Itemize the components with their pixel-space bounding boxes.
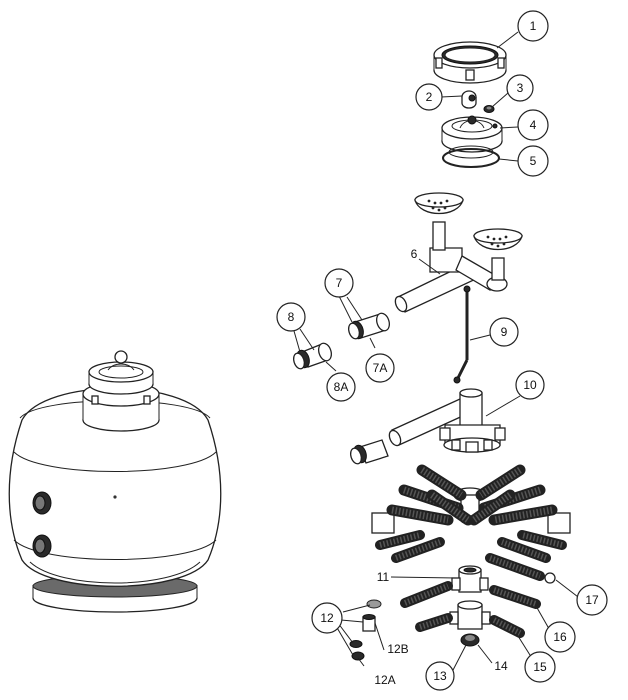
callout-1-label: 1 (530, 19, 537, 33)
callout-10-label: 10 (523, 378, 537, 392)
callout-16: 16 (544, 621, 576, 653)
part-8-union (292, 342, 332, 370)
label-12b: 12B (387, 642, 408, 656)
part-1-lid-ring (433, 41, 507, 84)
lateral-tube (426, 489, 474, 526)
part-15-lateral (489, 615, 525, 638)
union-fitting (349, 439, 389, 465)
callout-5-label: 5 (530, 154, 537, 168)
part-12-top-fitting (366, 599, 382, 609)
part-11-cross-hub (451, 565, 489, 593)
callout-10: 10 (515, 370, 545, 400)
part-7-union (347, 312, 390, 340)
lateral-tube (391, 537, 445, 563)
lateral-tube (517, 530, 567, 550)
callout-16-label: 16 (553, 630, 567, 644)
callout-2: 2 (415, 83, 443, 111)
lateral-tube (415, 613, 453, 632)
diffuser-right (473, 228, 523, 281)
callout-9: 9 (489, 317, 519, 347)
callout-4-label: 4 (530, 118, 537, 132)
callout-7a: 7A (365, 353, 395, 383)
callout-3-label: 3 (517, 81, 524, 95)
callout-8a-label: 8A (334, 380, 349, 394)
part-9-air-tube (453, 285, 471, 384)
callout-4: 4 (517, 109, 549, 141)
callout-8a: 8A (326, 372, 356, 402)
callout-7: 7 (324, 268, 354, 298)
callout-15-label: 15 (533, 660, 547, 674)
part-12a-fitting (351, 651, 365, 661)
callout-12-label: 12 (320, 611, 334, 625)
lateral-tube (468, 489, 516, 526)
callout-13-label: 13 (433, 669, 447, 683)
part-17-lateral (485, 553, 545, 581)
callout-12: 12 (311, 602, 343, 634)
filter-tank (8, 350, 222, 613)
part-14-lower-hub (449, 600, 491, 630)
callout-15: 15 (524, 651, 556, 683)
label-6: 6 (411, 247, 418, 261)
tank-side-port-lower (32, 534, 52, 558)
callout-9-label: 9 (501, 325, 508, 339)
tank-side-port-upper (32, 491, 52, 515)
part-4-lid (441, 115, 503, 153)
label-14: 14 (494, 659, 508, 673)
tank-lid-assembly (82, 350, 160, 432)
lower-lateral-array (400, 553, 556, 638)
part-6-collector-pipe (394, 192, 523, 313)
part-2-knob (461, 90, 477, 109)
part-3-screw (483, 105, 495, 113)
part-17-end-cap (544, 572, 556, 584)
upper-lateral-array (371, 464, 571, 563)
diffuser-left (414, 192, 464, 251)
lateral-tube (375, 530, 425, 550)
lateral-tube (475, 464, 526, 501)
part-12b-fitting (362, 614, 376, 632)
part-10-central-hub (388, 388, 506, 453)
callout-8-label: 8 (288, 310, 295, 324)
label-12a: 12A (374, 673, 395, 687)
callout-8: 8 (276, 302, 306, 332)
part-13-end-cap (460, 633, 480, 647)
callout-7a-label: 7A (373, 361, 388, 375)
lateral-tube (497, 537, 551, 563)
callout-17: 17 (576, 584, 608, 616)
callout-5: 5 (517, 145, 549, 177)
leader-lines (293, 31, 583, 673)
lateral-tube (386, 504, 454, 526)
callout-17-label: 17 (585, 593, 599, 607)
lateral-tube (400, 581, 453, 608)
callout-13: 13 (425, 661, 455, 691)
lateral-tube (488, 504, 558, 526)
callout-3: 3 (506, 74, 534, 102)
part-16-lateral (489, 585, 541, 609)
lateral-tube (416, 464, 467, 501)
callout-7-label: 7 (336, 276, 343, 290)
callout-1: 1 (517, 10, 549, 42)
part-5-o-ring (442, 145, 500, 168)
tank-gauge-knob (114, 350, 128, 364)
callout-2-label: 2 (426, 90, 433, 104)
label-11: 11 (377, 570, 390, 584)
